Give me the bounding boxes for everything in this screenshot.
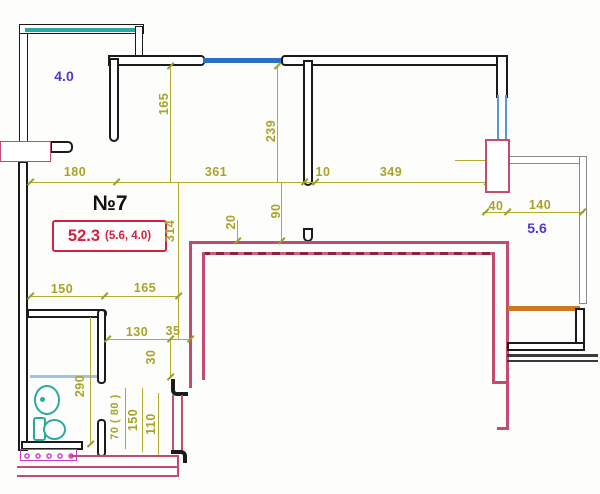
dim-label-35: 35 <box>165 324 181 338</box>
wall-corner-bracket-bottom <box>171 450 187 463</box>
dim-label-165-v: 165 <box>157 92 171 116</box>
dim-line <box>158 393 160 455</box>
bottom-wall-thin-line <box>70 455 177 457</box>
pink-block-outer-right <box>506 241 509 429</box>
pink-block-inner-left <box>202 252 205 380</box>
right-balcony-orange-rail <box>508 306 580 311</box>
dim-label-165-mid: 165 <box>133 281 157 295</box>
dim-line <box>170 66 172 183</box>
right-balcony-top-rail <box>508 156 587 164</box>
dim-label-349: 349 <box>379 165 403 179</box>
right-balcony-right-rail <box>579 156 587 304</box>
door-icon <box>0 141 51 162</box>
area-breakdown-value: (5.6, 4.0) <box>105 230 152 242</box>
right-balcony-lower-line-1 <box>507 354 598 357</box>
dim-line <box>142 388 144 452</box>
balcony-left-wall <box>19 24 28 145</box>
bathroom-door-stub <box>97 419 106 457</box>
area-summary-box: 52.3 (5.6, 4.0) <box>52 220 167 252</box>
dim-label-30: 30 <box>144 349 158 365</box>
dim-label-20: 20 <box>224 214 238 230</box>
window-top-icon <box>203 58 283 63</box>
dim-tick <box>86 440 95 448</box>
door-jamb-stub <box>50 141 73 153</box>
bathroom-right-wall <box>97 309 106 384</box>
dim-label-290: 290 <box>73 374 87 398</box>
right-balcony-area-label: 5.6 <box>527 220 547 236</box>
pink-block-outer-right-hook <box>497 427 509 430</box>
pink-block-outer-left <box>189 241 192 388</box>
dim-label-140: 140 <box>528 198 552 212</box>
pink-block-inner-top <box>202 252 494 255</box>
balcony-divider-wall <box>109 58 119 142</box>
passage-wall-left-line <box>172 395 174 452</box>
toilet-bowl-icon <box>43 419 66 440</box>
right-corner-wall <box>496 55 508 98</box>
pink-block-outer-top <box>189 241 509 244</box>
dim-label-40: 40 <box>488 199 504 213</box>
dim-line <box>30 182 488 184</box>
dim-line <box>483 212 584 214</box>
dim-line <box>107 339 191 341</box>
pink-block-inner-right-jog <box>492 381 508 384</box>
balcony-window-teal <box>25 27 139 32</box>
dim-line <box>170 339 172 378</box>
sink-drain-dot <box>40 397 45 402</box>
dim-line <box>90 317 92 445</box>
dim-label-110: 110 <box>144 413 158 435</box>
sink-icon <box>34 385 60 415</box>
dim-line <box>281 183 283 241</box>
dim-label-130: 130 <box>125 325 149 339</box>
right-balcony-lower-line-2 <box>507 359 598 362</box>
pier-column <box>485 139 510 193</box>
dim-line <box>178 183 180 340</box>
bottom-outer-wall <box>17 466 179 477</box>
total-area-value: 52.3 <box>67 226 101 245</box>
dim-label-70-80: 70 ( 80 ) <box>109 394 121 440</box>
dim-label-314: 314 <box>163 219 177 243</box>
top-wall-left-segment <box>108 55 205 66</box>
wall-stub-icon <box>303 228 313 242</box>
balcony-area-label: 4.0 <box>54 68 74 84</box>
hatch-icon <box>20 449 77 461</box>
dim-line <box>125 388 127 449</box>
dim-line <box>277 66 279 183</box>
interior-partition-wall <box>303 60 313 186</box>
dim-label-361: 361 <box>204 165 228 179</box>
right-balcony-bottom-wall <box>507 342 585 351</box>
dim-line <box>455 160 487 162</box>
pink-block-inner-right <box>492 252 495 383</box>
dim-label-150-mid: 150 <box>50 282 74 296</box>
bathroom-divider-line <box>30 375 97 378</box>
dim-label-10: 10 <box>315 165 331 179</box>
dim-label-239: 239 <box>264 119 278 143</box>
bathroom-top-wall <box>27 309 107 318</box>
passage-wall-right-line <box>181 395 183 452</box>
dim-label-90: 90 <box>269 203 283 219</box>
window-right-vertical-icon <box>497 95 507 142</box>
dim-label-180: 180 <box>63 165 87 179</box>
apartment-number-label: №7 <box>92 192 128 215</box>
bottom-wall-right-cap <box>177 455 179 477</box>
left-outer-wall <box>18 161 28 451</box>
dim-label-150-low: 150 <box>126 408 140 432</box>
wall-corner-bracket-top <box>171 379 188 396</box>
dim-line <box>237 220 239 241</box>
top-wall-right-segment <box>281 55 508 66</box>
